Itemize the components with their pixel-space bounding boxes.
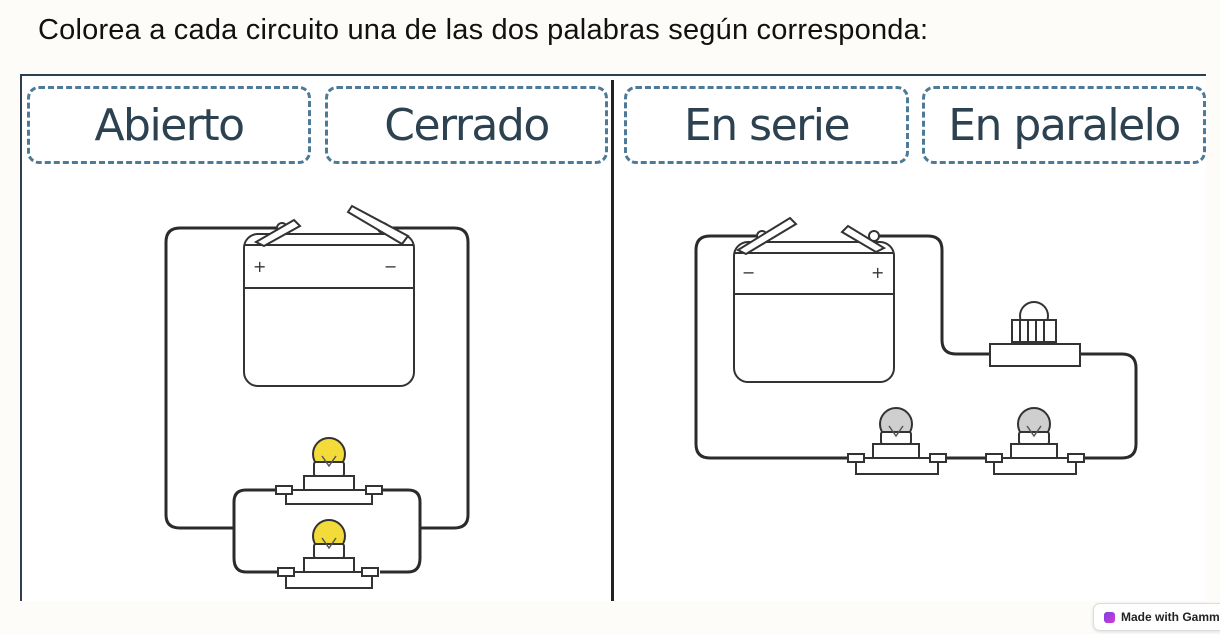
worksheet-top-border bbox=[20, 74, 1206, 76]
word-box-en-paralelo[interactable]: En paralelo bbox=[922, 86, 1206, 164]
switch-lever-left-closed bbox=[253, 218, 302, 248]
bulb-right-bottom-2 bbox=[985, 407, 1085, 475]
battery-right bbox=[733, 241, 895, 383]
bulb-right-bottom-1 bbox=[847, 407, 947, 475]
circuit-left-diagram: + − bbox=[164, 204, 470, 589]
bulb-left-top bbox=[275, 437, 383, 505]
battery-left-minus: − bbox=[384, 257, 397, 276]
wire-left-outer bbox=[164, 226, 282, 530]
made-with-gamma-badge[interactable]: Made with Gamma bbox=[1093, 603, 1220, 631]
page-title: Colorea a cada circuito una de las dos p… bbox=[38, 14, 929, 46]
wire-right-outer bbox=[384, 226, 470, 530]
bulb-right-top bbox=[989, 301, 1081, 367]
worksheet-left-border bbox=[20, 75, 22, 601]
battery-left bbox=[243, 233, 415, 387]
badge-label: Made with Gamma bbox=[1121, 610, 1220, 624]
switch-lever-right-1 bbox=[735, 216, 798, 256]
bulb-left-bottom bbox=[277, 519, 379, 589]
word-box-en-serie[interactable]: En serie bbox=[624, 86, 909, 164]
battery-right-plus: + bbox=[871, 263, 884, 282]
battery-left-plus: + bbox=[253, 257, 266, 276]
switch-lever-left-open bbox=[346, 204, 410, 246]
circuit-right-diagram: − + bbox=[694, 216, 1138, 475]
word-box-cerrado[interactable]: Cerrado bbox=[325, 86, 608, 164]
word-box-abierto[interactable]: Abierto bbox=[27, 86, 311, 164]
switch-lever-right-2 bbox=[840, 224, 887, 254]
battery-right-minus: − bbox=[742, 263, 755, 282]
gamma-logo-icon bbox=[1104, 611, 1115, 623]
panel-divider bbox=[611, 80, 614, 601]
